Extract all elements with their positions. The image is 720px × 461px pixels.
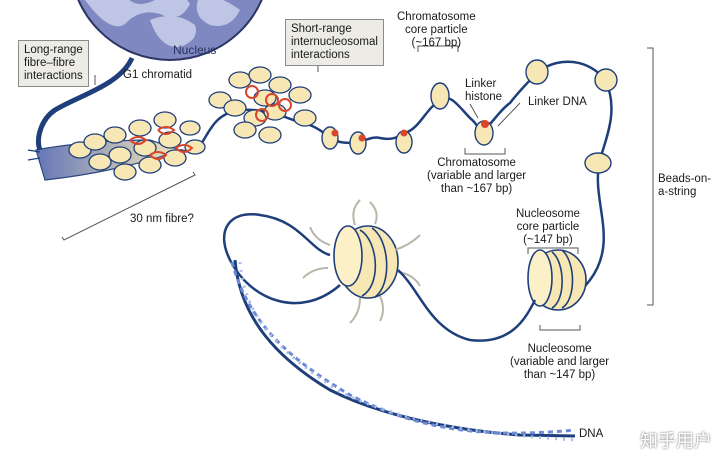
- chromatosome-line-1: Chromatosome: [437, 157, 516, 169]
- long-range-interactions-label: Long-range fibre–fibre interactions: [18, 40, 89, 87]
- nucleus-shape: [77, 0, 263, 61]
- short-range-line-2: internucleosomal: [291, 36, 378, 48]
- nucleosome-line-3: than ~147 bp): [523, 369, 596, 381]
- nucleosome-line-1: Nucleosome: [527, 343, 592, 355]
- linker-histone-label: Linker histone: [465, 78, 502, 104]
- g1-chromatid-label: G1 chromatid: [123, 69, 193, 81]
- long-range-line-1: Long-range: [24, 44, 83, 56]
- fibre-linker-histones: [129, 126, 194, 160]
- nucleosome-label: Nucleosome (variable and larger than ~14…: [510, 343, 609, 382]
- chromatosome-core-line-2: core particle: [404, 24, 468, 36]
- dna-loop: [222, 212, 537, 342]
- chromatosome-line-2: (variable and larger: [427, 170, 527, 182]
- nucleosome-core-line-3: (~147 bp): [523, 234, 573, 246]
- cluster-linker-histones: [245, 85, 292, 122]
- brackets: [61, 45, 654, 331]
- 30nm-fibre-label: 30 nm fibre?: [130, 213, 194, 225]
- long-range-line-3: interactions: [24, 70, 83, 82]
- dna-double-helix: [230, 259, 576, 442]
- chromatosome-label: Chromatosome (variable and larger than ~…: [427, 157, 526, 196]
- chromatid-strand: [36, 56, 135, 151]
- nucleosome-core-line-2: core particle: [516, 221, 580, 233]
- short-range-cluster: [208, 66, 317, 144]
- chromatosome-core-particle-label: Chromatosome core particle (~167 bp): [397, 11, 476, 50]
- chromatosome-core-line-3: (~167 bp): [411, 37, 462, 49]
- linker-dna-label: Linker DNA: [528, 96, 587, 108]
- short-range-line-1: Short-range: [291, 23, 352, 35]
- short-range-line-3: interactions: [291, 49, 350, 61]
- beads-on-a-string-label: Beads-on- a-string: [658, 173, 711, 199]
- dna-label: DNA: [579, 428, 604, 440]
- nucleosome-line-2: (variable and larger: [510, 356, 610, 368]
- fibre-30nm-stack: [68, 111, 206, 181]
- bead-nucleosomes: [321, 59, 618, 174]
- linker-histone-line-1: Linker: [465, 78, 497, 90]
- nucleus-label: Nucleus: [173, 43, 217, 57]
- nucleosome-core-line-1: Nucleosome: [516, 208, 580, 220]
- linker-histone-line-2: histone: [465, 91, 503, 103]
- nucleosome-with-tails: [302, 199, 421, 324]
- long-range-line-2: fibre–fibre: [24, 57, 76, 69]
- beads-line-1: Beads-on-: [658, 173, 712, 185]
- short-range-interactions-label: Short-range internucleosomal interaction…: [285, 19, 384, 66]
- nucleosome-core-particle-label: Nucleosome core particle (~147 bp): [516, 208, 580, 247]
- chromatosome-core-line-1: Chromatosome: [397, 11, 476, 23]
- bead-linker-histones: [331, 120, 489, 142]
- watermark: 知乎用户: [640, 431, 712, 452]
- chromatosome-line-3: than ~167 bp): [440, 183, 513, 195]
- beads-line-2: a-string: [658, 186, 697, 198]
- nucleosome-core-particle: [527, 249, 587, 311]
